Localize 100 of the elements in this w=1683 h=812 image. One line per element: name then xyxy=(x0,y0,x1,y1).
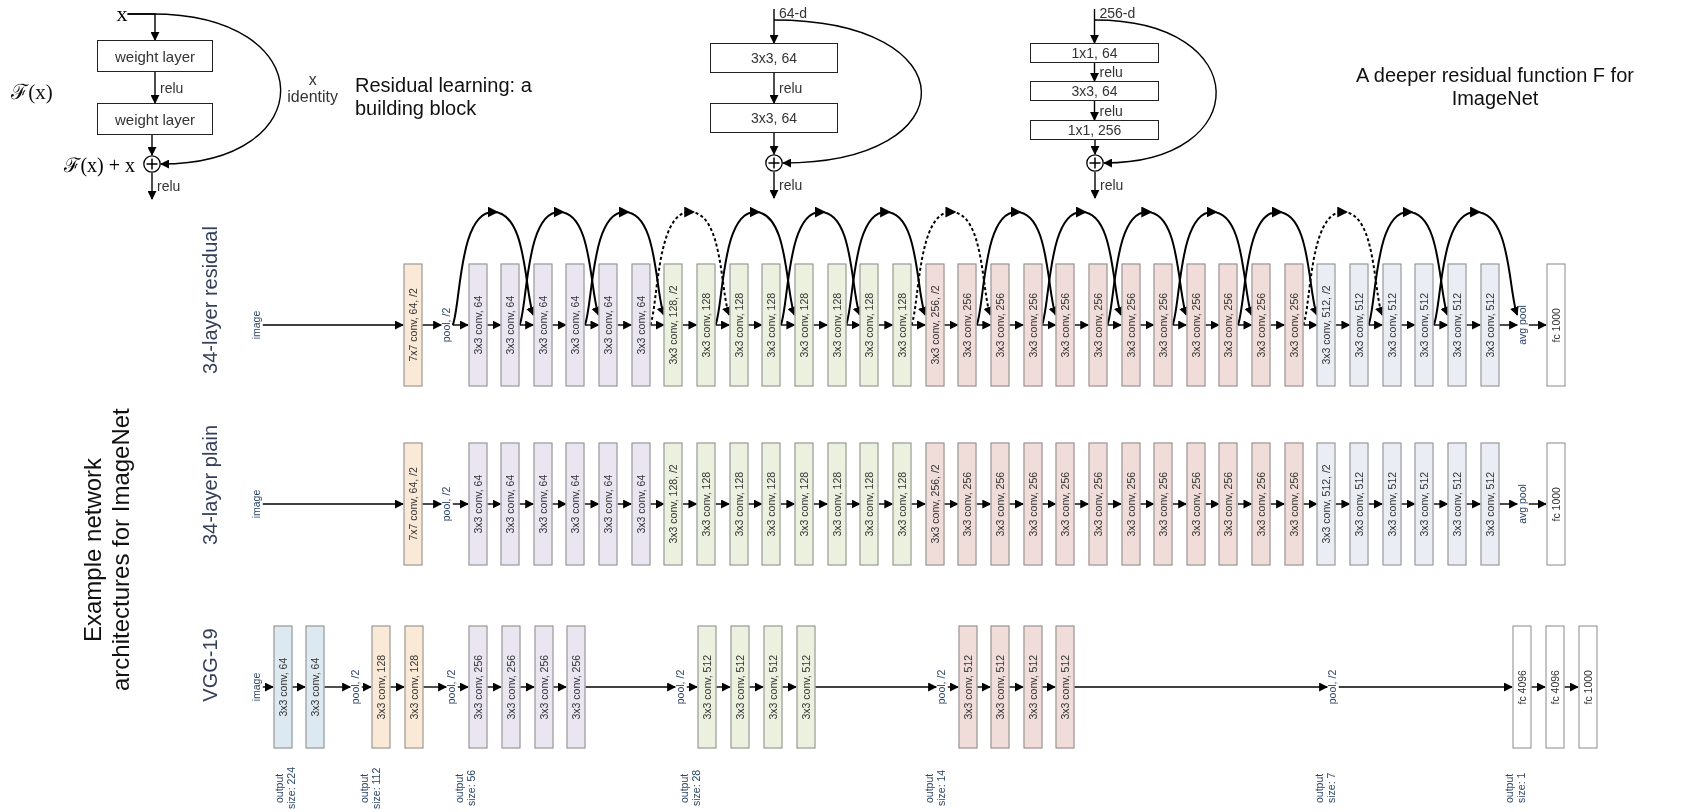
layer-box: 3x3 conv, 64 xyxy=(500,263,520,387)
layer-box: 3x3 conv, 512 xyxy=(1480,442,1500,566)
arrow xyxy=(1171,320,1188,330)
arrow xyxy=(1465,499,1482,509)
arrow xyxy=(1528,320,1547,330)
arrow xyxy=(1302,320,1318,330)
arrow xyxy=(1498,320,1519,330)
layer-box: 3x3 conv, 64 xyxy=(500,442,520,566)
layer-box: 3x3 conv, 256, /2 xyxy=(925,442,945,566)
arrow xyxy=(262,499,404,509)
layer-box: 3x3 conv, 128 xyxy=(892,442,912,566)
arrow xyxy=(421,499,443,509)
layer-label: pool, /2 xyxy=(350,669,362,705)
arrow xyxy=(845,320,861,330)
layer-box: 3x3 conv, 128 xyxy=(371,625,390,749)
layer-box: 3x3 conv, 256 xyxy=(1186,263,1206,387)
arrow xyxy=(1338,682,1513,692)
layer-box: fc 1000 xyxy=(1578,625,1597,749)
layer-box: 3x3 conv, 512 xyxy=(1414,442,1434,566)
edge-label: relu xyxy=(779,80,803,96)
arrow xyxy=(1090,139,1100,155)
skip-connection-arrow xyxy=(910,207,992,326)
arrow xyxy=(1335,320,1351,330)
layer-box: 3x3 conv, 256 xyxy=(501,625,520,749)
layer-box: 3x3 conv, 512 xyxy=(958,625,977,749)
layer-box: 3x3 conv, 128 xyxy=(827,263,847,387)
layer-box: 3x3 conv, 128, /2 xyxy=(663,442,683,566)
skip-connection-arrow xyxy=(1302,207,1384,326)
arrow xyxy=(976,682,991,692)
layer-label: avg pool xyxy=(1517,305,1529,345)
arrow xyxy=(1090,62,1099,82)
arrow xyxy=(1041,499,1057,509)
arrow xyxy=(686,682,698,692)
layer-box: 3x3 conv, 128 xyxy=(827,442,847,566)
skip-connection-arrow xyxy=(1041,207,1122,326)
arrow xyxy=(1498,499,1519,509)
arrow xyxy=(1171,499,1188,509)
layer-box: 3x3, 64 xyxy=(1030,81,1159,101)
arrow xyxy=(649,320,665,330)
edge-label: relu xyxy=(1099,103,1123,118)
layer-box: 3x3 conv, 128 xyxy=(404,625,423,749)
arrow xyxy=(748,682,764,692)
arrow xyxy=(814,682,938,692)
layer-label: pool, /2 xyxy=(936,669,948,705)
edge-label: relu xyxy=(157,178,181,194)
arrow xyxy=(1204,320,1220,330)
arrow xyxy=(812,499,829,509)
layer-box: 3x3 conv, 512 xyxy=(1480,263,1500,387)
row-label: 34-layer plain xyxy=(198,424,222,546)
layer-box: 3x3 conv, 64 xyxy=(468,442,487,566)
layer-box: fc 1000 xyxy=(1546,442,1565,566)
skip-connection-arrow xyxy=(773,19,923,167)
skip-connection-arrow xyxy=(1106,207,1188,326)
layer-box: 3x3 conv, 128 xyxy=(729,442,749,566)
skip-connection-arrow xyxy=(126,13,282,168)
layer-box: 3x3 conv, 64 xyxy=(533,442,553,566)
arrow xyxy=(1139,320,1155,330)
layer-box: 3x3 conv, 256 xyxy=(1153,442,1173,566)
layer-box: 3x3 conv, 512 xyxy=(1382,442,1402,566)
skip-connection-arrow xyxy=(518,207,600,326)
layer-box: 3x3 conv, 512, /2 xyxy=(1316,442,1336,566)
function-label: ℱ(x) xyxy=(11,79,53,105)
arrow xyxy=(1302,499,1318,509)
layer-box: 3x3 conv, 256 xyxy=(1088,263,1108,387)
layer-box: 3x3 conv, 256 xyxy=(1186,442,1206,566)
layer-box: 3x3 conv, 64 xyxy=(598,263,618,387)
arrow xyxy=(584,320,600,330)
arrow xyxy=(682,499,698,509)
arrow xyxy=(584,682,677,692)
arrow xyxy=(682,320,698,330)
skip-connection-arrow xyxy=(649,207,731,326)
output-size-label: output size: 56 xyxy=(452,768,478,809)
output-size-label: output size: 28 xyxy=(677,768,703,809)
skip-connection-arrow xyxy=(975,207,1057,326)
arrow xyxy=(551,499,567,509)
arrow xyxy=(1008,499,1024,509)
layer-box: 3x3 conv, 512 xyxy=(697,625,716,749)
output-size-label: output size: 1 xyxy=(1502,771,1528,806)
arrow xyxy=(1090,171,1100,199)
arrow xyxy=(262,320,404,330)
layer-box: weight layer xyxy=(97,103,213,135)
layer-box: 3x3 conv, 256 xyxy=(534,625,553,749)
arrow xyxy=(147,134,157,156)
layer-label: image xyxy=(251,310,263,340)
arrow xyxy=(1269,499,1286,509)
arrow xyxy=(910,320,926,330)
arrow xyxy=(780,320,796,330)
arrow xyxy=(1204,499,1220,509)
arrow xyxy=(769,72,779,104)
edge-label: x identity xyxy=(286,72,339,106)
arrow xyxy=(421,320,443,330)
arrow xyxy=(1367,499,1384,509)
arrow xyxy=(1433,499,1449,509)
layer-box: 3x3 conv, 512 xyxy=(1447,442,1467,566)
layer-box: 3x3 conv, 128 xyxy=(892,263,912,387)
edge-label: relu xyxy=(1100,177,1124,193)
layer-box: 3x3 conv, 512 xyxy=(1349,442,1369,566)
figure-caption: Residual learning: a building block xyxy=(355,74,533,120)
layer-box: 3x3 conv, 128 xyxy=(761,263,781,387)
arrow xyxy=(1563,682,1579,692)
